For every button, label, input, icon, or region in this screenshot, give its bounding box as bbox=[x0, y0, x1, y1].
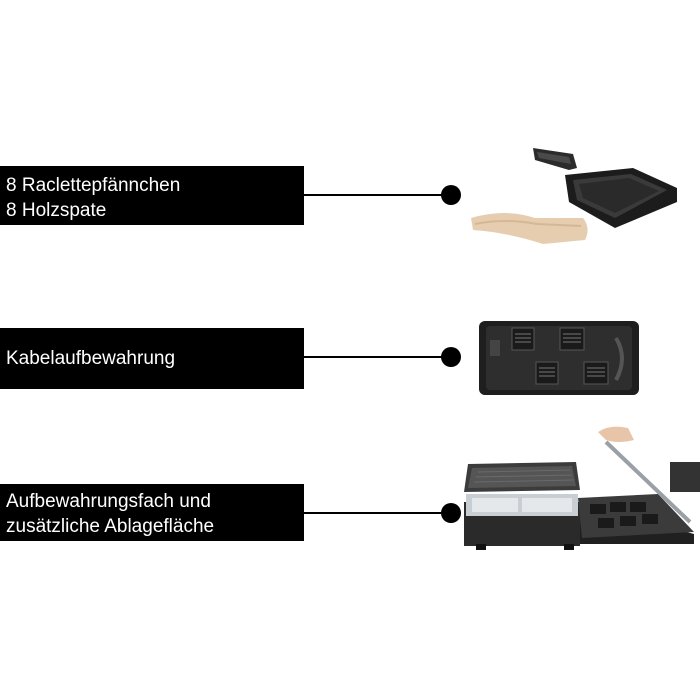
connector-line bbox=[304, 194, 444, 196]
feature-label-line: 8 Holzspate bbox=[6, 200, 107, 221]
storage-drawer-grill-icon bbox=[458, 422, 700, 557]
feature-label-line: Aufbewahrungsfach und bbox=[6, 491, 211, 512]
feature-label-pans: 8 Raclettepfännchen 8 Holzspate bbox=[0, 166, 304, 225]
feature-label-line: Kabelaufbewahrung bbox=[6, 348, 176, 369]
connector-dot bbox=[441, 185, 461, 205]
connector-dot bbox=[441, 503, 461, 523]
connector-line bbox=[304, 356, 444, 358]
cable-storage-underside-icon bbox=[478, 318, 640, 398]
raclette-pan-and-spatula-icon bbox=[465, 140, 680, 255]
connector-dot bbox=[441, 347, 461, 367]
feature-label-line: zusätzliche Ablagefläche bbox=[6, 516, 215, 537]
connector-line bbox=[304, 512, 444, 514]
feature-label-cable: Kabelaufbewahrung bbox=[0, 328, 304, 389]
feature-label-line: 8 Raclettepfännchen bbox=[6, 175, 181, 196]
feature-label-storage: Aufbewahrungsfach und zusätzliche Ablage… bbox=[0, 484, 304, 541]
